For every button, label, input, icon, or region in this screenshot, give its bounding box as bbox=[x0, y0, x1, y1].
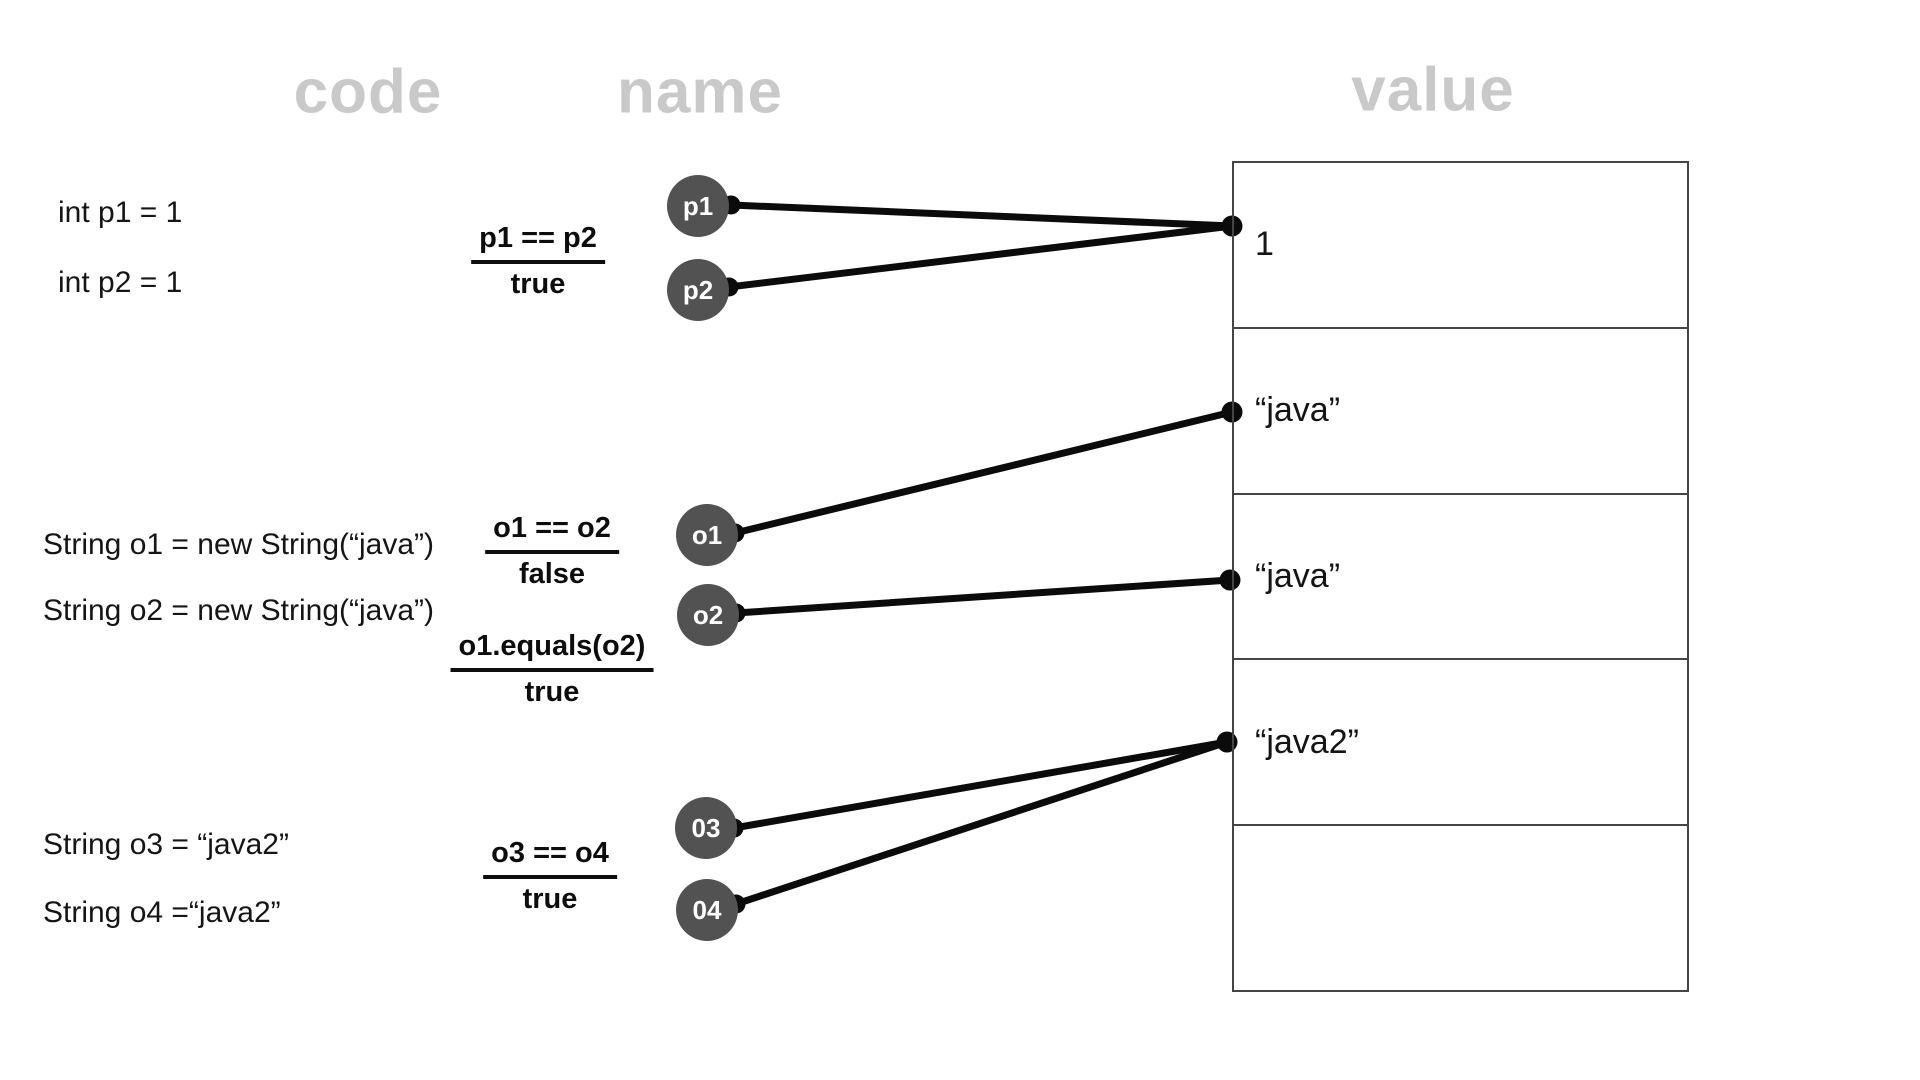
name-circle-label: o2 bbox=[692, 599, 724, 630]
name-circle-label: o1 bbox=[691, 519, 723, 550]
value-cell-row1: 1 bbox=[1234, 163, 1687, 329]
comparison-o1-equals-o2: o1.equals(o2) true bbox=[450, 630, 654, 708]
comparison-result: false bbox=[518, 558, 586, 590]
name-circle-o2: o2 bbox=[677, 584, 739, 646]
connector-line-o4-to-row4 bbox=[732, 738, 1231, 908]
code-line-string-o4: String o4 =“java2” bbox=[43, 896, 281, 929]
comparison-expression: o3 == o4 bbox=[483, 838, 617, 879]
value-cell-text: “java” bbox=[1255, 391, 1341, 430]
connector-line-o2-to-row3 bbox=[732, 576, 1234, 617]
value-table: 1 “java” “java” “java2” bbox=[1232, 161, 1689, 992]
name-circle-o4: 04 bbox=[676, 879, 738, 941]
comparison-expression: p1 == p2 bbox=[471, 223, 605, 264]
comparison-o1-eq-o2: o1 == o2 false bbox=[485, 512, 619, 589]
connector-line-o1-to-row2 bbox=[731, 408, 1236, 537]
comparison-result: true bbox=[510, 268, 566, 300]
name-circle-label: 04 bbox=[692, 894, 722, 925]
connector-line-o3-to-row4 bbox=[730, 738, 1231, 832]
name-circle-o1: o1 bbox=[676, 504, 738, 566]
value-cell-row4: “java2” bbox=[1234, 660, 1687, 827]
code-line-int-p1: int p1 = 1 bbox=[58, 196, 183, 229]
comparison-result: true bbox=[524, 676, 580, 708]
comparison-result: true bbox=[522, 883, 578, 915]
name-circle-o3: 03 bbox=[675, 797, 737, 859]
name-circle-p1: p1 bbox=[667, 175, 729, 237]
value-cell-text: “java2” bbox=[1255, 722, 1359, 761]
code-line-string-o2: String o2 = new String(“java”) bbox=[43, 594, 434, 627]
comparison-expression: o1.equals(o2) bbox=[450, 631, 654, 672]
column-header-value: value bbox=[1351, 55, 1515, 125]
connector-line-p2-to-row1 bbox=[725, 222, 1236, 291]
connector-line-p1-to-row1 bbox=[727, 201, 1236, 230]
name-circle-label: p1 bbox=[682, 190, 714, 221]
comparison-expression: o1 == o2 bbox=[485, 513, 619, 554]
value-cell-row2: “java” bbox=[1234, 329, 1687, 495]
name-circle-p2: p2 bbox=[667, 259, 729, 321]
code-line-int-p2: int p2 = 1 bbox=[58, 266, 183, 299]
column-header-name: name bbox=[617, 57, 783, 127]
name-circle-label: p2 bbox=[682, 274, 714, 305]
comparison-o3-eq-o4: o3 == o4 true bbox=[483, 837, 617, 914]
value-cell-text: “java” bbox=[1255, 556, 1341, 595]
value-cell-text: 1 bbox=[1255, 225, 1274, 264]
comparison-p1-eq-p2: p1 == p2 true bbox=[471, 222, 605, 299]
code-line-string-o1: String o1 = new String(“java”) bbox=[43, 528, 434, 561]
column-header-code: code bbox=[293, 57, 443, 127]
value-cell-row5-empty bbox=[1234, 826, 1687, 990]
name-circle-label: 03 bbox=[691, 812, 721, 843]
connector-dot-row3 bbox=[1219, 569, 1241, 591]
code-line-string-o3: String o3 = “java2” bbox=[43, 828, 289, 861]
value-cell-row3: “java” bbox=[1234, 495, 1687, 661]
